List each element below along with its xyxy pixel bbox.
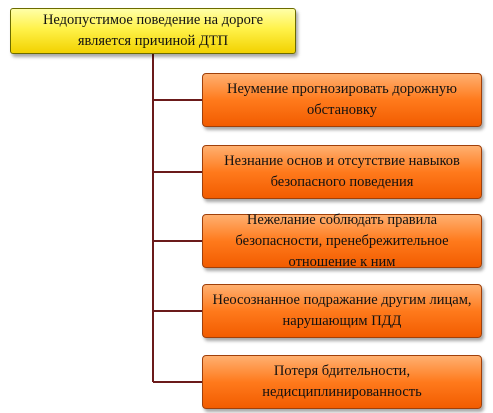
cause-label-4: Неосознанное подражание другим лицам, на… bbox=[212, 292, 472, 329]
cause-label-2: Незнание основ и отсутствие навыков безо… bbox=[224, 153, 460, 190]
cause-box-5: Потеря бдительности, недисциплинированно… bbox=[202, 355, 482, 409]
root-box: Недопустимое поведение на дороге являетс… bbox=[10, 8, 296, 54]
cause-label-3: Нежелание соблюдать правила безопасности… bbox=[235, 211, 449, 270]
cause-label-5: Потеря бдительности, недисциплинированно… bbox=[262, 363, 422, 400]
cause-box-4: Неосознанное подражание другим лицам, на… bbox=[202, 284, 482, 338]
cause-box-3: Нежелание соблюдать правила безопасности… bbox=[202, 212, 482, 270]
cause-label-1: Неумение прогнозировать дорожную обстано… bbox=[227, 81, 457, 118]
cause-box-2: Незнание основ и отсутствие навыков безо… bbox=[202, 145, 482, 199]
cause-box-1: Неумение прогнозировать дорожную обстано… bbox=[202, 73, 482, 127]
root-label: Недопустимое поведение на дороге являетс… bbox=[42, 12, 264, 49]
